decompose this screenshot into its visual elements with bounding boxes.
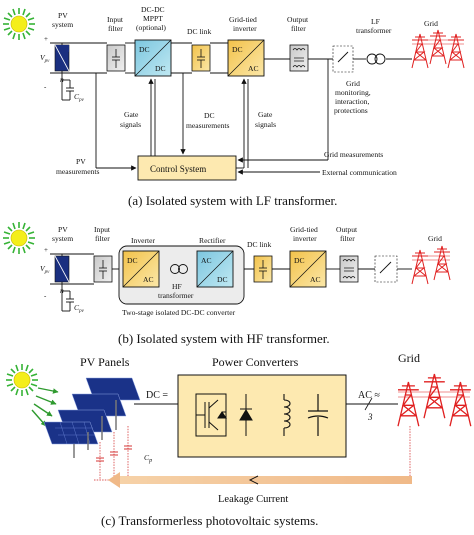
svg-text:AC: AC bbox=[310, 275, 321, 284]
pv-system-label-b: PV system bbox=[52, 225, 73, 243]
control-system-block bbox=[137, 155, 237, 181]
parasitic-capacitance-lines bbox=[94, 426, 132, 481]
input-filter-block bbox=[106, 44, 126, 72]
caption-c: (c) Transformerless photovoltaic systems… bbox=[101, 513, 318, 528]
cpv-label-b: Cpv bbox=[74, 303, 85, 314]
sunlight-arrows-icon bbox=[31, 387, 59, 427]
caption-b: (b) Isolated system with HF transformer. bbox=[118, 331, 330, 346]
external-communication-label: External communication bbox=[322, 168, 397, 177]
grid-switch-icon-b bbox=[374, 255, 398, 283]
capacitor-icon bbox=[307, 394, 329, 436]
vpv-label: Vpv bbox=[40, 53, 50, 64]
svg-text:DC: DC bbox=[127, 256, 138, 265]
grid-tied-inverter-label: Grid-tied inverter bbox=[229, 15, 259, 33]
lf-transformer-label: LF transformer bbox=[356, 17, 392, 35]
output-filter-label-b: Output filter bbox=[336, 225, 359, 243]
cpv-label: Cpv bbox=[74, 92, 85, 103]
svg-text:DC: DC bbox=[232, 45, 243, 54]
panel-c-diagram: PV Panels Power Converters Grid bbox=[5, 351, 472, 528]
pv-module-icon bbox=[54, 255, 70, 283]
dc-link-block-b bbox=[253, 255, 273, 283]
minus-sign-b: - bbox=[44, 292, 47, 300]
gate-signals-right-label: Gate signals bbox=[255, 110, 276, 129]
svg-text:DC: DC bbox=[139, 45, 150, 54]
dc-measurements-label: DC measurements bbox=[186, 111, 229, 130]
grid-tied-inverter-label-b: Grid-tied inverter bbox=[290, 225, 320, 243]
panel-b-diagram: PV system + - Vpv n Cpv bbox=[2, 221, 451, 346]
igbt-icon bbox=[195, 393, 227, 437]
gate-signals-left-label: Gate signals bbox=[120, 110, 141, 129]
input-filter-block-b bbox=[93, 255, 113, 283]
power-converters-label: Power Converters bbox=[212, 355, 299, 369]
inductor-icon bbox=[283, 394, 291, 436]
svg-text:DC: DC bbox=[155, 64, 166, 73]
grid-label-b: Grid bbox=[428, 234, 442, 243]
dc-link-label-b: DC link bbox=[247, 240, 271, 249]
phase-count-label: 3 bbox=[367, 412, 373, 422]
two-stage-label: Two-stage isolated DC-DC converter bbox=[122, 308, 236, 317]
transmission-tower-icon bbox=[397, 373, 472, 427]
sun-icon bbox=[2, 7, 36, 41]
caption-a: (a) Isolated system with LF transformer. bbox=[128, 193, 337, 208]
control-system-label: Control System bbox=[150, 164, 206, 174]
leakage-current-arrow bbox=[108, 472, 412, 488]
pv-system-label: PV system bbox=[52, 11, 73, 29]
grid-tied-inverter-block-b: DC AC bbox=[289, 250, 327, 288]
output-filter-label: Output filter bbox=[287, 15, 310, 33]
ac-label: AC ≈ bbox=[358, 390, 380, 401]
svg-text:AC: AC bbox=[248, 64, 259, 73]
grid-switch-icon bbox=[332, 45, 354, 73]
sun-icon bbox=[2, 221, 36, 255]
plus-sign: + bbox=[44, 35, 48, 43]
hf-inverter-block: DC AC bbox=[122, 250, 160, 288]
grid-measurements-label: Grid measurements bbox=[324, 150, 383, 159]
vpv-label-b: Vpv bbox=[40, 264, 50, 275]
rectifier-label: Rectifier bbox=[199, 236, 226, 245]
signal-arrows bbox=[95, 59, 329, 175]
svg-text:AC: AC bbox=[143, 275, 154, 284]
output-filter-block bbox=[289, 44, 309, 72]
input-filter-label-b: Input filter bbox=[94, 225, 112, 243]
input-filter-label: Input filter bbox=[107, 15, 125, 33]
grid-label-c: Grid bbox=[398, 351, 420, 365]
pv-module-icon bbox=[54, 44, 70, 72]
lf-transformer-icon bbox=[366, 53, 386, 65]
pv-panels-icon bbox=[43, 377, 141, 458]
output-filter-block-b bbox=[339, 255, 359, 283]
transmission-tower-icon bbox=[411, 29, 465, 69]
rectifier-block: AC DC bbox=[196, 250, 234, 288]
hf-transformer-label: HF transformer bbox=[158, 282, 194, 300]
sun-icon bbox=[5, 363, 39, 397]
main-bus-wires bbox=[50, 42, 412, 101]
grid-monitoring-label: Grid monitoring, interaction, protection… bbox=[334, 79, 373, 115]
dc-link-block bbox=[191, 44, 211, 72]
dcdc-mppt-label: DC-DC MPPT (optional) bbox=[136, 5, 167, 32]
pv-panels-label: PV Panels bbox=[80, 355, 130, 369]
svg-text:AC: AC bbox=[201, 256, 212, 265]
inverter-label: Inverter bbox=[131, 236, 156, 245]
minus-sign: - bbox=[44, 83, 47, 91]
plus-sign-b: + bbox=[44, 246, 48, 254]
dc-label: DC = bbox=[146, 390, 168, 401]
grid-label-a: Grid bbox=[424, 19, 438, 28]
svg-text:DC: DC bbox=[294, 256, 305, 265]
svg-text:DC: DC bbox=[217, 275, 228, 284]
pv-measurements-label: PV measurements bbox=[56, 157, 99, 176]
hf-transformer-icon bbox=[170, 264, 188, 274]
cp-label: Cp bbox=[144, 453, 152, 464]
cp-capacitor-icon bbox=[96, 445, 132, 462]
grid-tied-inverter-block: DC AC bbox=[227, 39, 265, 77]
transmission-tower-icon bbox=[411, 245, 451, 285]
panel-a-diagram: PV system + - Vpv n Cpv bbox=[2, 5, 465, 208]
leakage-current-label: Leakage Current bbox=[218, 494, 288, 505]
dc-link-label: DC link bbox=[187, 27, 211, 36]
dcdc-converter-block: DC DC bbox=[134, 39, 172, 77]
diode-icon bbox=[239, 394, 253, 436]
